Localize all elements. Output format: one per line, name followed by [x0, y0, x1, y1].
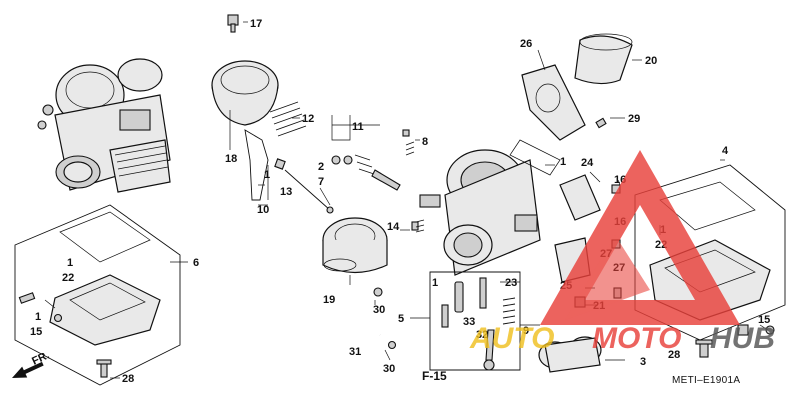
intake-parts — [402, 33, 633, 156]
front-label: FR. — [30, 349, 51, 367]
callout-28b: 28 — [668, 349, 680, 361]
watermark-text-hub: HUB — [710, 322, 775, 355]
callout-7: 7 — [318, 176, 324, 188]
watermark-text-auto: AUTO — [469, 322, 554, 355]
pump-cover — [538, 336, 602, 373]
callout-6: 6 — [193, 257, 199, 269]
callout-19: 19 — [323, 294, 335, 306]
callout-24: 24 — [581, 157, 594, 169]
diagram-code: METI–E1901A — [672, 375, 740, 386]
front-arrow-icon — [12, 361, 44, 378]
callout-8: 8 — [422, 136, 428, 148]
callout-14: 14 — [387, 221, 400, 233]
watermark-text-moto: MOTO — [592, 322, 681, 355]
callout-30b: 30 — [383, 363, 395, 375]
callout-17: 17 — [250, 18, 262, 30]
callout-15: 15 — [30, 326, 42, 338]
callout-33: 33 — [463, 316, 475, 328]
callout-1a: 1 — [264, 169, 270, 181]
callout-18: 18 — [225, 153, 237, 165]
watermark: AUTO MOTO HUB — [469, 150, 775, 355]
callout-1b: 1 — [560, 156, 566, 168]
callout-2: 2 — [318, 161, 324, 173]
watermark-triangle-icon — [540, 150, 740, 325]
float-chamber-left — [14, 204, 181, 386]
callout-9: 9 — [523, 325, 529, 337]
diaphragm-piston — [322, 217, 388, 274]
carb-body-center — [411, 139, 561, 276]
callout-30a: 30 — [373, 304, 385, 316]
callout-1e: 1 — [432, 277, 438, 289]
fuel-tube — [347, 287, 397, 350]
needle-and-springs — [244, 101, 401, 214]
diagram-annotations: F-15 FR. METI–E1901A — [12, 349, 740, 386]
callout-12: 12 — [302, 113, 314, 125]
callout-22a: 22 — [62, 272, 74, 284]
callout-28a: 28 — [122, 373, 134, 385]
callout-4: 4 — [722, 145, 729, 157]
callout-15b: 15 — [758, 314, 770, 326]
jets-small-parts — [415, 219, 521, 371]
callout-1c: 1 — [67, 257, 73, 269]
callout-26: 26 — [520, 38, 532, 50]
callout-11: 11 — [352, 121, 364, 133]
callout-3: 3 — [640, 356, 646, 368]
reference-label: F-15 — [422, 369, 447, 383]
callout-29: 29 — [628, 113, 640, 125]
callout-1d: 1 — [35, 311, 41, 323]
callout-5: 5 — [398, 313, 404, 325]
callout-32: 32 — [476, 329, 488, 341]
callout-31: 31 — [349, 346, 361, 358]
callout-23: 23 — [505, 277, 517, 289]
callout-20: 20 — [645, 55, 657, 67]
callout-10: 10 — [257, 204, 269, 216]
callout-13: 13 — [280, 186, 292, 198]
top-cover — [211, 14, 279, 126]
carburetor-assembly — [37, 58, 171, 193]
